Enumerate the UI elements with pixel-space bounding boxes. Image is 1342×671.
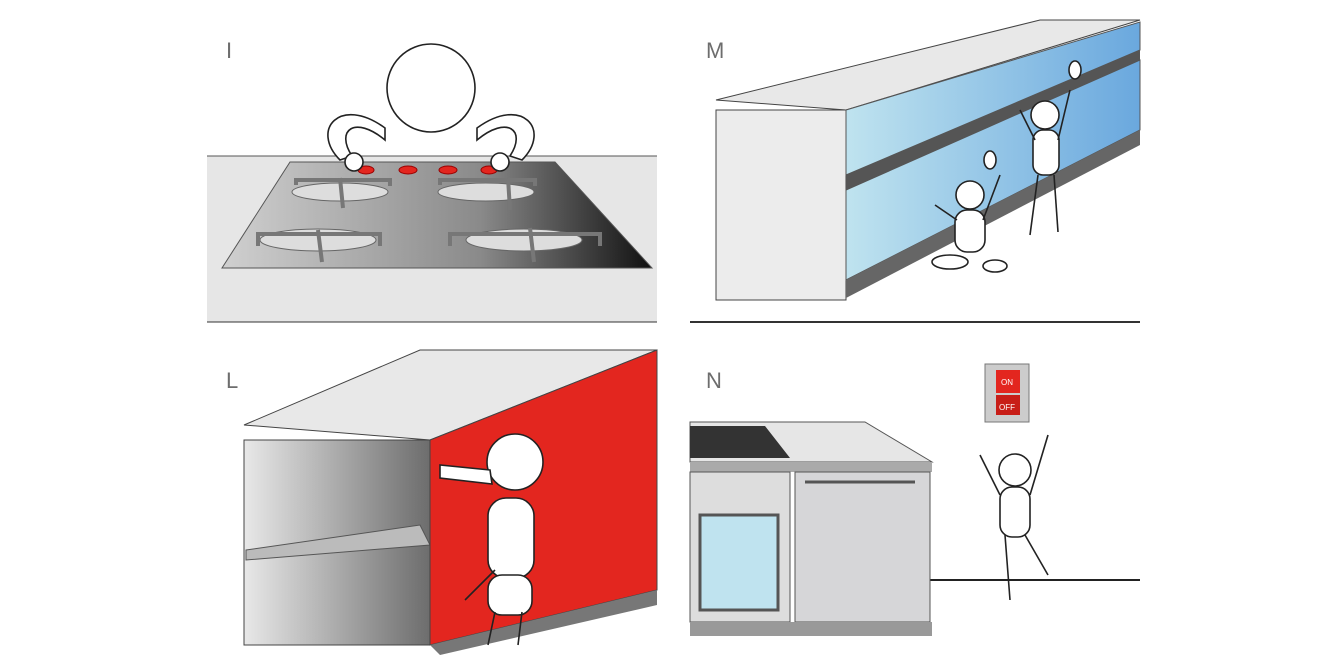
switch-off-label: OFF xyxy=(999,403,1015,412)
panel-label-l: L xyxy=(226,368,238,393)
child-reaching-switch xyxy=(979,434,1049,601)
figure-opening-cabinet xyxy=(439,433,544,646)
panel-label-m: M xyxy=(706,38,724,63)
panel-l-red-cabinet: L xyxy=(226,349,658,655)
wall-switch[interactable]: ON OFF xyxy=(984,363,1030,423)
switch-on-label: ON xyxy=(1001,378,1013,387)
figure-reaching-hob xyxy=(327,43,535,172)
panel-i-hob: I xyxy=(207,38,657,323)
child-figure-icon xyxy=(931,60,1082,273)
panel-label-n: N xyxy=(706,368,722,393)
panel-m-glass-cabinets: M xyxy=(690,19,1141,323)
panel-label-i: I xyxy=(226,38,232,63)
panel-n-switch: N ON OFF xyxy=(689,363,1140,636)
